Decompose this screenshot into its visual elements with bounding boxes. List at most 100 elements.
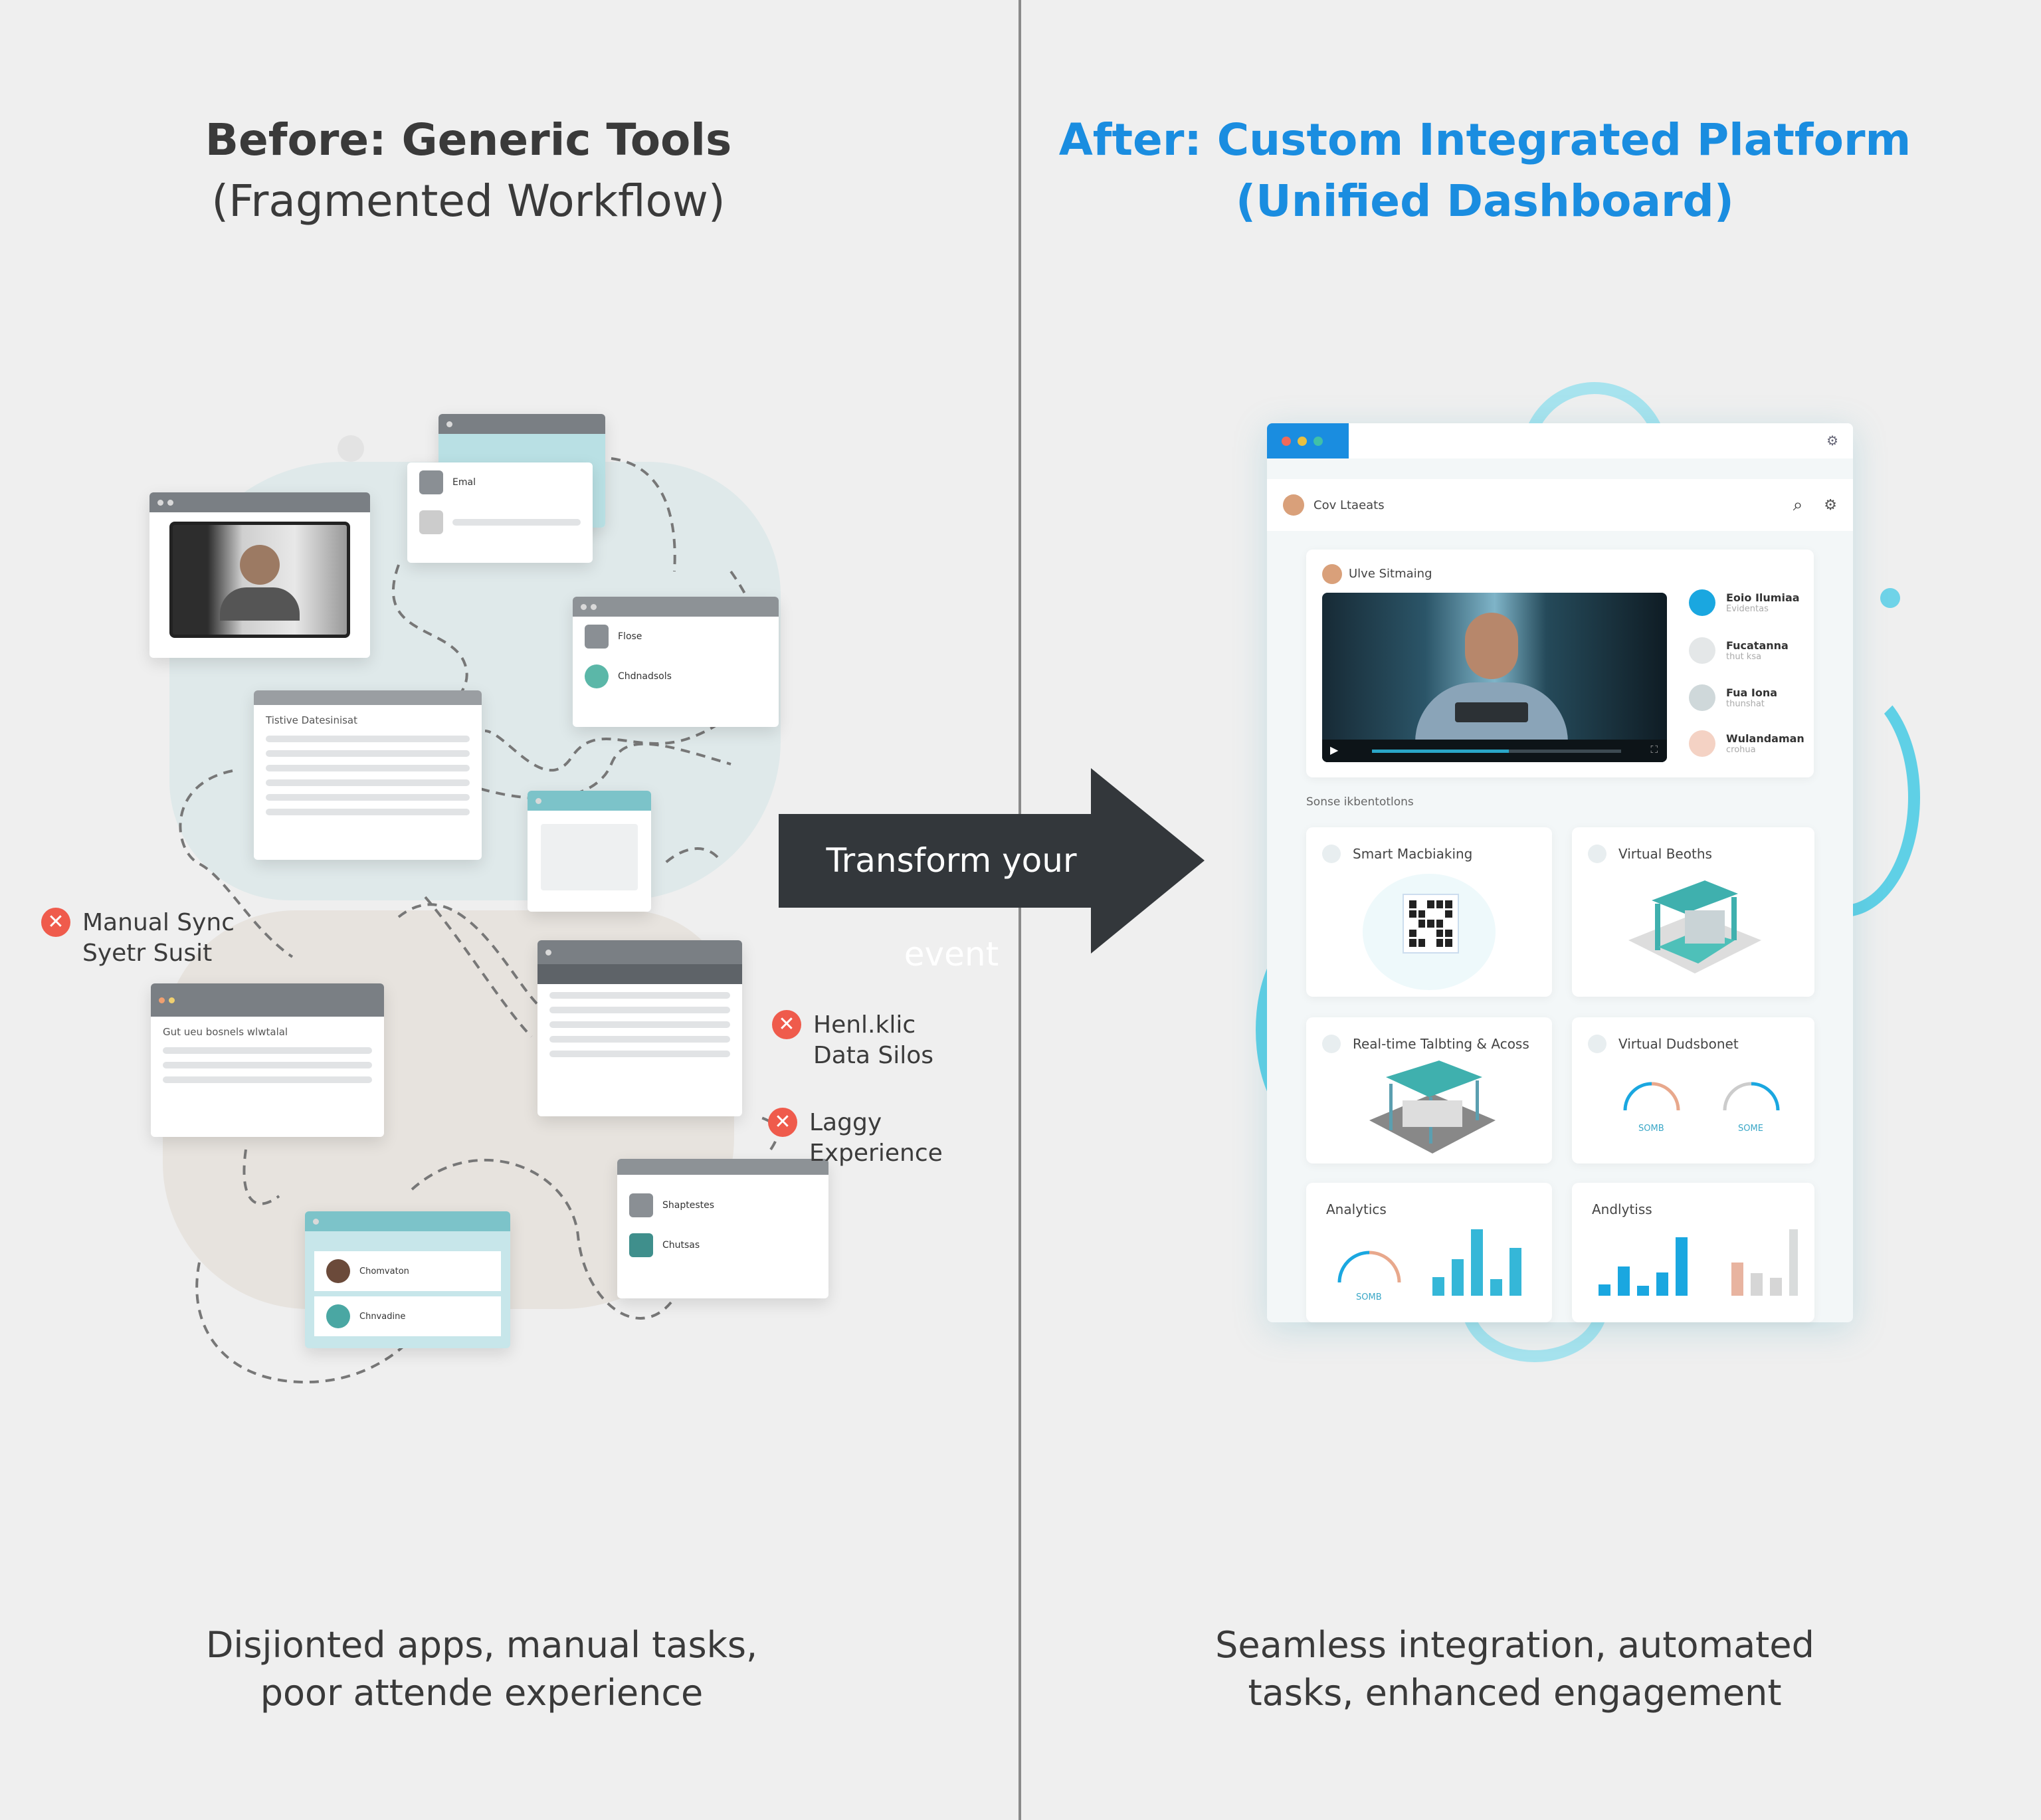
settings-icon[interactable]: ⚙ [1826,433,1838,449]
qr-cell [1409,910,1416,918]
list-item[interactable]: Chutsas [617,1225,828,1265]
after-caption-line2: tasks, enhanced engagement [1248,1672,1782,1714]
fullscreen-icon[interactable]: ⛶ [1650,744,1658,756]
after-caption-line1: Seamless integration, automated [1215,1624,1814,1666]
avatar [585,664,609,688]
list-item[interactable]: Emal [407,462,593,502]
list-item[interactable]: Chnvadine [314,1296,501,1336]
search-icon[interactable]: ⌕ [1793,494,1803,515]
app-window-bottom: Shaptestes Chutsas [617,1159,828,1298]
speaker-head [1465,613,1518,679]
issue-line1: Laggy [809,1109,882,1136]
video-controlbar: ▶ ⛶ [1322,740,1667,762]
participant-sub: thunshat [1726,699,1765,709]
table-row [266,794,470,801]
participant-name: Fucatanna [1726,639,1789,652]
after-caption: Seamless integration, automated tasks, e… [1083,1621,1947,1717]
before-caption-line1: Disjionted apps, manual tasks, [205,1624,758,1666]
participant-sub: crohua [1726,745,1756,755]
transform-arrow [779,768,1205,954]
card-virtual-dashboard[interactable]: Virtual Dudsbonet SOMB SOME [1572,1017,1814,1163]
progress-track[interactable] [1372,750,1621,753]
window-content [541,824,638,890]
qr-cell [1409,929,1416,938]
item-label: Emal [452,477,476,488]
window-dot [545,949,551,956]
qr-cell [1418,939,1426,947]
minimize-dot[interactable] [1298,436,1307,446]
maximize-dot[interactable] [1313,436,1323,446]
window-titlebar [438,414,605,434]
avatar [326,1259,350,1283]
gauge-label: SOMB [1638,1124,1664,1134]
card-virtual-booths[interactable]: Virtual Beoths [1572,827,1814,997]
list-item[interactable] [407,502,593,542]
participant-name: Fua Iona [1726,686,1778,699]
browser-topbar: ⚙ [1267,423,1853,458]
decor-dot [338,435,364,462]
video-thumbnail[interactable] [169,522,350,638]
participant-name: Eoio Ilumiaa [1726,591,1800,604]
x-circle-icon: ✕ [768,1108,797,1137]
list-item[interactable]: Shaptestes [617,1185,828,1225]
image-icon [629,1193,653,1217]
play-icon[interactable]: ▶ [1330,744,1339,756]
card-realtime-ticketing[interactable]: Real-time Talbting & Acoss [1306,1017,1552,1163]
bar [1770,1278,1782,1296]
qr-cell [1436,920,1444,928]
before-title: Before: Generic Tools (Fragmented Workfl… [37,110,900,232]
window-titlebar [537,940,742,964]
bar-chart [1731,1229,1798,1296]
qr-cell [1445,929,1452,938]
card-icon [1588,1035,1606,1053]
close-dot[interactable] [1282,436,1291,446]
list-row [163,1076,372,1083]
unified-dashboard: ⚙ Cov Ltaeats ⌕ ⚙ Ulve Sitmaing ▶ ⛶ Eoio… [1267,423,1853,1322]
qr-code-icon [1403,894,1459,954]
table-row [266,765,470,771]
booth-icon [1628,880,1761,973]
table-row [266,809,470,815]
list-row [549,1007,730,1013]
app-window-data [537,940,742,1116]
card-smart-matchmaking[interactable]: Smart Macbiaking [1306,827,1552,997]
avatar[interactable] [1283,494,1304,516]
card-title: Virtual Beoths [1618,846,1712,862]
center-divider [1019,0,1021,1820]
gear-icon[interactable]: ⚙ [1824,496,1837,514]
mail-icon [419,510,443,534]
connector [397,903,546,1011]
qr-cell [1418,929,1426,938]
before-caption: Disjionted apps, manual tasks, poor atte… [50,1621,914,1717]
card-analytics-2[interactable]: Andlytiss [1572,1183,1814,1322]
item-label: Chutsas [662,1240,700,1251]
connector [424,896,533,1038]
qr-cell [1427,929,1434,938]
video-overlay-controls[interactable] [1455,702,1528,722]
connector [411,1158,672,1320]
bar [1751,1273,1763,1296]
qr-cell [1409,900,1416,908]
decor-dot [1880,588,1900,608]
window-dot [535,797,541,804]
qr-cell [1436,929,1444,938]
list-item[interactable]: Chomvaton [314,1251,501,1291]
after-title: After: Custom Integrated Platform (Unifi… [1053,110,1917,232]
qr-cell [1427,939,1434,947]
gauge-label: SOME [1738,1124,1763,1134]
list-item[interactable]: Chdnadsols [573,657,779,696]
window-titlebar [151,983,384,1017]
card-analytics[interactable]: Analytics SOMB [1306,1183,1552,1322]
qr-cell [1445,920,1452,928]
video-player[interactable]: ▶ ⛶ [1322,593,1667,762]
person-head [240,545,280,585]
image-icon [585,625,609,649]
list-row [549,1036,730,1043]
bar [1731,1263,1743,1296]
list-item[interactable]: Flose [573,617,779,657]
app-window-teal: Chomvaton Chnvadine [305,1211,510,1348]
